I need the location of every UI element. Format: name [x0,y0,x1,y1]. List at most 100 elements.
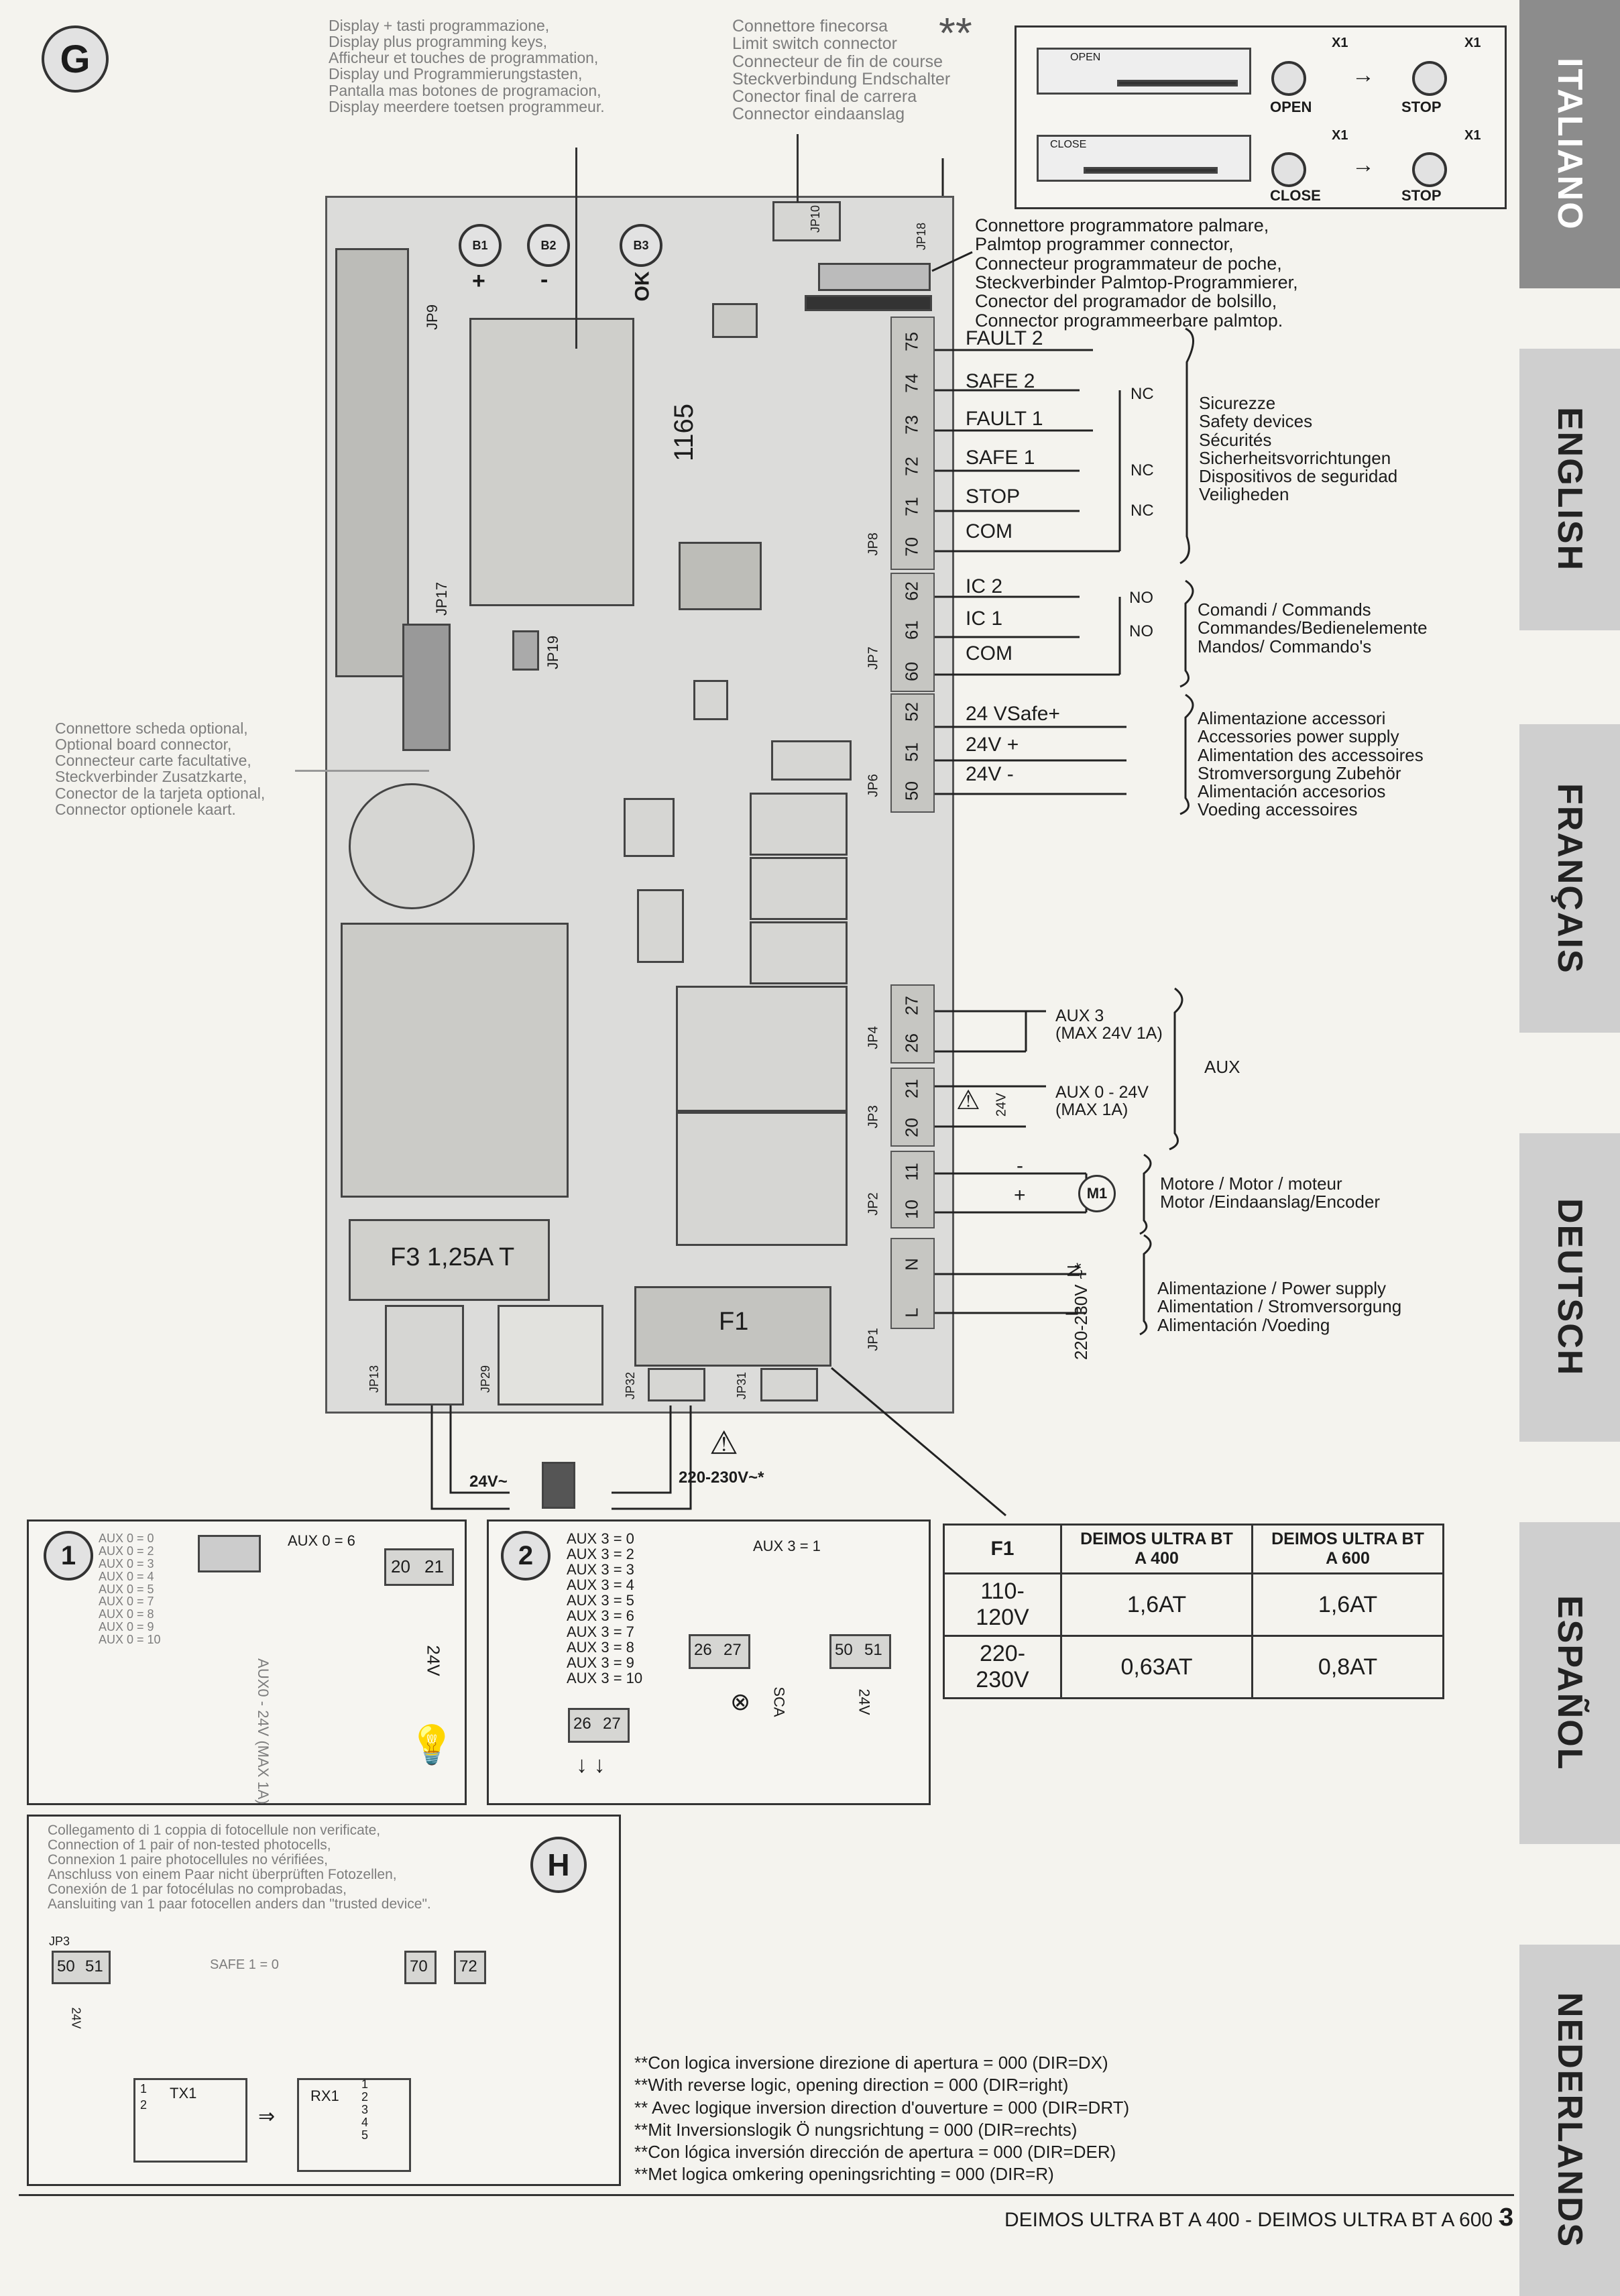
panel-number: 1 [60,1540,76,1570]
photocell-caption: Collegamento di 1 coppia di fotocellule … [48,1823,431,1912]
desc-line: Motor /Eindaanslag/Encoder [1160,1192,1381,1212]
b1-button[interactable]: B1 [459,224,502,267]
desc-line: Alimentation / Stromversorgung [1157,1296,1402,1317]
signal-ic1: IC 1 [966,608,1003,630]
desc-line: Alimentazione accessori [1198,708,1386,728]
table-row: 220-230V 0,63AT 0,8AT [943,1635,1444,1699]
tab-italiano[interactable]: ITALIANO [1519,0,1620,288]
list-item: AUX 3 = 8 [567,1638,634,1656]
f3-fuse [349,1219,550,1301]
table-cell: 1,6AT [1060,1572,1253,1637]
list-item: AUX 0 = 8 [99,1607,154,1621]
tab-francais[interactable]: FRANÇAIS [1519,724,1620,1033]
caption-line: Palmtop programmer connector, [975,234,1234,255]
nc-label: NC [1131,385,1154,403]
caption-line: Display meerdere toetsen programmeur. [329,97,605,115]
b2-button[interactable]: B2 [527,224,570,267]
footnote-line: **Met logica omkering openingsrichting =… [634,2164,1054,2185]
close-rail [1084,167,1218,174]
caption-line: Pantalla mas botones de programacion, [329,81,601,99]
tab-espanol[interactable]: ESPAÑOL [1519,1522,1620,1844]
tab-deutsch[interactable]: DEUTSCH [1519,1133,1620,1442]
list-item: AUX 0 = 0 [99,1532,154,1545]
optional-board-callout-line [295,770,429,772]
terminal-pair [829,1634,891,1669]
jp32-connector [648,1368,705,1401]
desc-line: Stromversorgung Zubehör [1198,762,1401,783]
display-keys-caption: Display + tasti programmazione, Display … [329,17,605,115]
desc-line: Mandos/ Commando's [1198,636,1372,656]
footnote-line: **With reverse logic, opening direction … [634,2075,1069,2096]
terminal-number: 27 [724,1641,742,1659]
tab-label: ESPAÑOL [1550,1595,1589,1771]
caption-line: Conector del programador de bolsillo, [975,291,1277,312]
desc-line: Sécurités [1199,429,1272,450]
signal-fault1: FAULT 1 [966,408,1043,430]
caption-line: Conector final de carrera [732,87,917,106]
panel-number: 2 [518,1540,534,1570]
caption-line: Connection of 1 pair of non-tested photo… [48,1837,331,1853]
ic-chip [771,740,852,781]
limit-switch-caption: Connettore finecorsa Limit switch connec… [732,17,950,123]
plus-sign: + [472,268,485,294]
terminal-70 [404,1951,437,1984]
jp13-connector [385,1305,464,1405]
relay [750,793,848,856]
terminal-pair [52,1951,111,1984]
desc-line: Voeding accessoires [1198,799,1358,820]
gear-icon [1412,61,1447,96]
pin-number: 5 [361,2128,369,2142]
capacitor [349,783,475,909]
desc-line: Dispositivos de seguridad [1199,466,1398,487]
pin-number: 2 [140,2098,148,2112]
caption-line: Connecteur carte facultative, [55,752,251,770]
tab-nederlands[interactable]: NEDERLANDS [1519,1945,1620,2296]
caption-line: Connettore finecorsa [732,17,888,36]
list-item: AUX 3 = 3 [567,1561,634,1578]
nc-label: NC [1131,502,1154,520]
arrow-icon: → [1352,62,1375,88]
list-item: AUX 0 = 4 [99,1569,154,1583]
list-item: AUX 3 = 0 [567,1530,634,1547]
terminal-pair [689,1634,750,1669]
pin-number: 4 [361,2115,369,2129]
b3-button[interactable]: B3 [620,224,662,267]
desc-line: AUX 3 [1055,1007,1104,1025]
desc-line: Accessories power supply [1198,726,1399,747]
jp18-connector [818,263,931,291]
section-g-label: G [60,37,91,81]
v24-label: 24V [856,1688,873,1715]
motor-plus: + [1014,1184,1026,1206]
gear-icon [1271,152,1306,187]
desc-line: Veiligheden [1199,484,1289,505]
caption-line: Connettore programmatore palmare, [975,215,1269,235]
terminal-pair [384,1548,454,1586]
jp10-callout-line [797,134,799,203]
caption-line: Connettore scheda optional, [55,720,248,737]
table-cell: 110-120V [943,1572,1062,1637]
caption-line: Display + tasti programmazione, [329,17,550,34]
desc-line: (MAX 24V 1A) [1055,1024,1163,1043]
terminal-block-jp2 [890,1151,935,1228]
motor-label: M1 [1086,1185,1108,1202]
button-label: B2 [540,238,557,252]
footnote-line: **Con logica inversione direzione di ape… [634,2053,1108,2073]
signal-safe2: SAFE 2 [966,370,1035,392]
list-item: AUX 3 = 10 [567,1669,643,1686]
desc-line: AUX 0 - 24V [1055,1083,1149,1102]
desc-line: Commandes/Bedienelemente [1198,618,1428,638]
tab-english[interactable]: ENGLISH [1519,349,1620,630]
tx-photocell [133,2078,247,2163]
beam-arrow-icon: ⇒ [258,2106,276,2128]
desc-line: Alimentation des accessoires [1198,744,1424,765]
transformer-primary-label: 220-230V~* [679,1469,764,1487]
caption-line: Conector de la tarjeta optional, [55,784,266,802]
sca-label: SCA [770,1686,788,1717]
page-number: 3 [1499,2203,1514,2232]
lamp-icon: ⊗ [730,1688,751,1715]
panel-aux0: 1 AUX 0 = 0 AUX 0 = 2 AUX 0 = 3 AUX 0 = … [27,1519,467,1805]
aux3-list: AUX 3 = 0 AUX 3 = 2 AUX 3 = 3 AUX 3 = 4 … [567,1531,642,1686]
safe1-label: SAFE 1 = 0 [210,1957,279,1972]
tab-label: ITALIANO [1550,58,1589,231]
aux0-output-label: AUX 0 - 24V (MAX 1A) [1055,1084,1149,1119]
